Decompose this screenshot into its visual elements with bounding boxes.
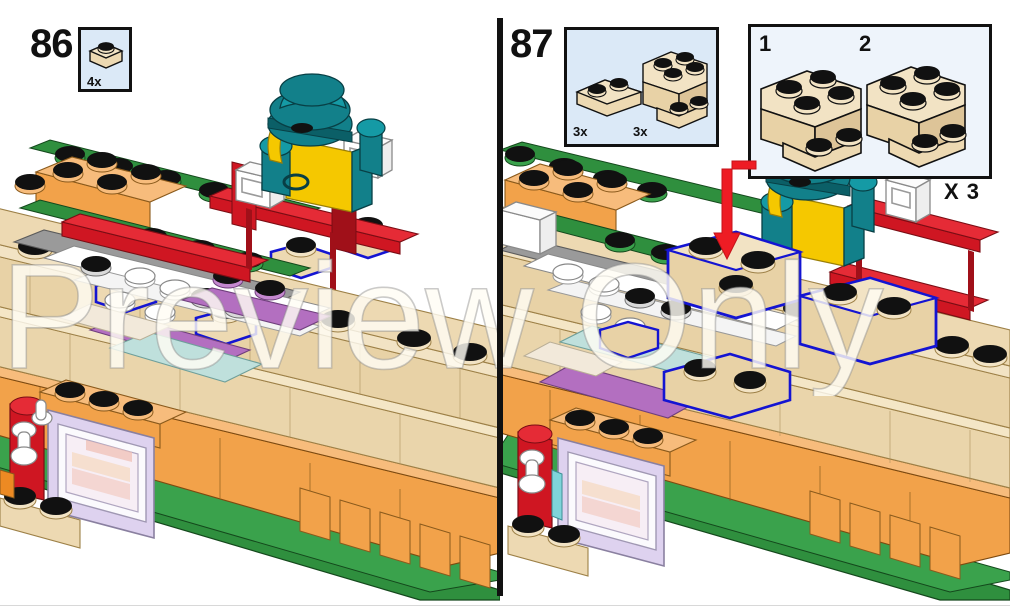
red-post — [517, 424, 563, 529]
step-87-parts-icons — [575, 51, 709, 129]
parts-callout-step-86: 4x — [78, 27, 132, 92]
page-bottom-rule — [0, 605, 1010, 606]
white-lantern — [500, 201, 558, 256]
step-87-model-art — [500, 139, 1010, 601]
subassembly-multiplier: X 3 — [944, 179, 981, 204]
window — [38, 379, 188, 540]
step-number-87: 87 — [510, 22, 553, 66]
minifigure — [259, 73, 386, 213]
panel-divider — [497, 18, 503, 596]
bracket-assembly-1 — [760, 70, 863, 172]
subassembly-callout: 1 2 — [748, 24, 992, 179]
subassembly-step-label-1: 1 — [759, 31, 772, 56]
white-lantern-2 — [884, 171, 932, 224]
step-86-panel — [0, 0, 500, 612]
subassembly-step-label-2: 2 — [859, 31, 872, 56]
step-86-model-art — [0, 73, 500, 601]
window — [548, 407, 698, 568]
plate-1x2-icon — [575, 78, 644, 117]
step-87-panel — [500, 0, 1010, 612]
parts-quantity-label: 4x — [87, 74, 102, 89]
subassembly-art — [760, 66, 967, 172]
bracket-assembly-2 — [866, 66, 967, 168]
plate-1x1-icon — [88, 42, 124, 69]
step-number-86: 86 — [30, 22, 73, 66]
placement-arrow-icon — [713, 160, 757, 261]
bracket-plate-icon — [642, 51, 709, 129]
red-post — [9, 396, 53, 501]
parts-callout-step-87: 3x 3x — [564, 27, 719, 147]
parts-quantity-label-plate: 3x — [573, 124, 588, 139]
parts-quantity-label-bracket: 3x — [633, 124, 648, 139]
new-piece-highlight — [598, 230, 940, 420]
